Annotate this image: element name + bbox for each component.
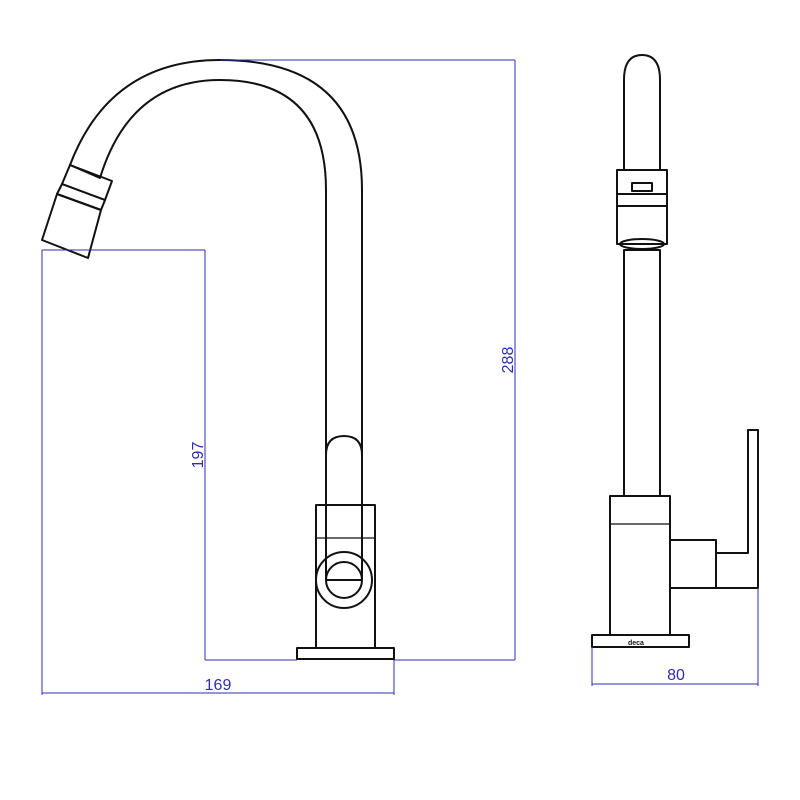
lever-pivot — [315, 551, 373, 609]
side-aerator-nozzle — [616, 205, 668, 245]
side-lever-handle — [715, 429, 759, 589]
outlet-height-label: 197 — [190, 442, 207, 469]
side-aerator-notch — [631, 182, 653, 192]
base-depth-label: 80 — [667, 667, 685, 684]
aerator-ring-upper — [61, 164, 113, 201]
reach-label: 169 — [205, 677, 232, 694]
lever-handle — [325, 435, 363, 581]
side-aerator-tip — [619, 238, 665, 250]
side-spout-column — [623, 249, 661, 497]
brand-label: deca — [628, 640, 644, 647]
side-body-block — [609, 495, 671, 636]
front-view — [41, 59, 395, 660]
dimension-lines — [41, 59, 759, 695]
total-height-label: 288 — [500, 347, 517, 374]
body-block — [315, 504, 376, 649]
aerator-nozzle — [41, 193, 102, 259]
side-spout-top — [623, 54, 661, 171]
side-lever-mount — [669, 539, 717, 589]
side-view: deca — [591, 54, 759, 648]
base-plate — [296, 647, 395, 660]
side-aerator-band — [616, 193, 668, 207]
lever-pivot-inner — [325, 561, 363, 599]
gooseneck-spout — [69, 59, 363, 456]
